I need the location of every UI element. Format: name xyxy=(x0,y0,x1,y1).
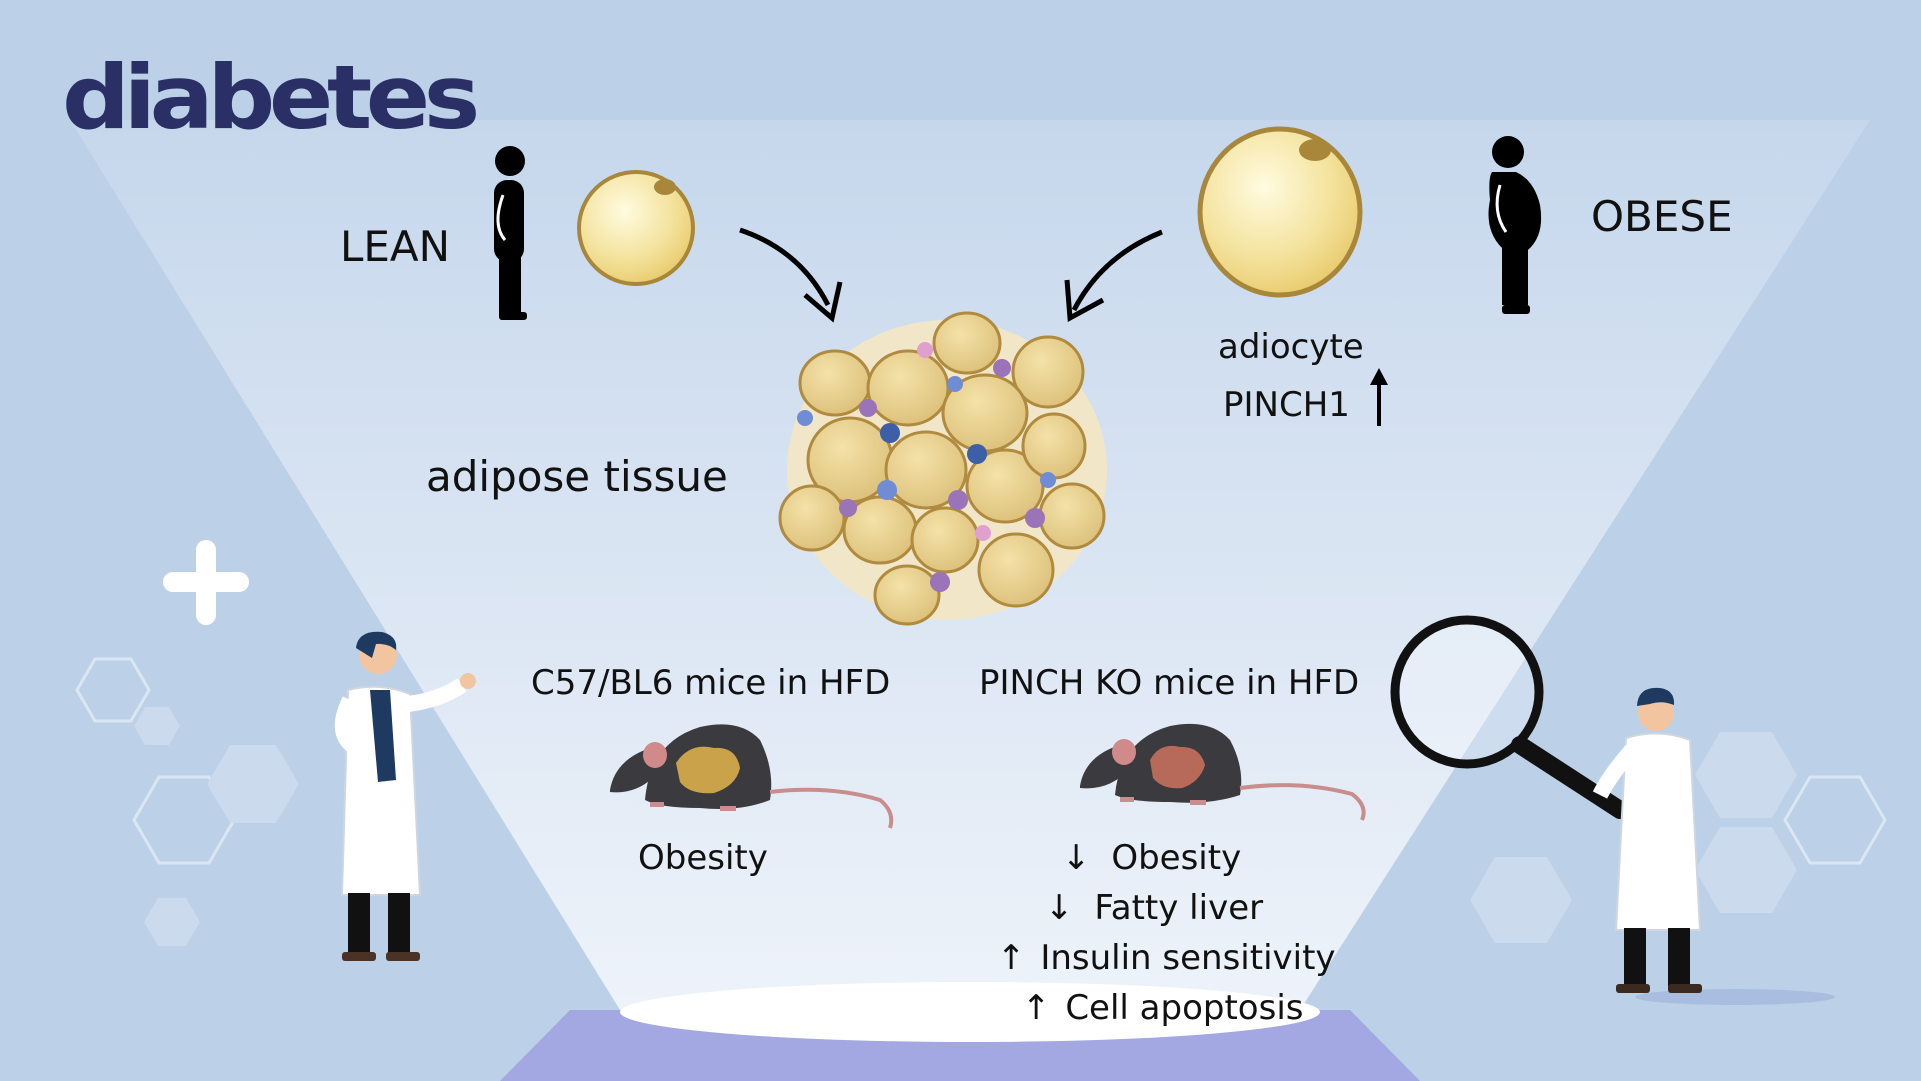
pinch1-up-arrow-icon xyxy=(1370,368,1388,426)
control-outcome-obesity: Obesity xyxy=(638,838,768,878)
control-mouse xyxy=(610,724,894,829)
knockout-mouse xyxy=(1080,723,1366,821)
lean-label: LEAN xyxy=(340,222,451,271)
ko-outcome-text: Fatty liver xyxy=(1094,888,1264,928)
pinch1-label: PINCH1 xyxy=(1223,385,1350,425)
control-group-title: C57/BL6 mice in HFD xyxy=(531,663,891,703)
small-adipocyte xyxy=(577,170,695,286)
ko-outcome-obesity: ↓ Obesity xyxy=(1062,838,1241,878)
ko-outcome-insulin-sensitivity: ↑ Insulin sensitivity xyxy=(997,938,1336,978)
spotlight-disc xyxy=(620,982,1320,1042)
ko-outcome-text: Cell apoptosis xyxy=(1065,988,1304,1028)
large-adipocyte xyxy=(1197,126,1363,298)
obese-label: OBESE xyxy=(1591,192,1733,241)
arrow-lean-to-tissue xyxy=(739,227,843,323)
arrow-obese-to-tissue xyxy=(1064,229,1163,323)
hexagon-decor-left xyxy=(75,657,236,865)
adipose-tissue-label: adipose tissue xyxy=(426,452,728,501)
plus-icon xyxy=(163,540,249,625)
ko-outcome-cell-apoptosis: ↑ Cell apoptosis xyxy=(1022,988,1303,1028)
magnifier-icon xyxy=(1390,615,1629,819)
ko-outcome-text: Obesity xyxy=(1111,838,1242,878)
knockout-group-title: PINCH KO mice in HFD xyxy=(979,663,1360,703)
ko-outcome-fatty-liver: ↓ Fatty liver xyxy=(1045,888,1263,928)
obese-person-icon xyxy=(1488,136,1542,314)
adipocyte-label: adiocyte xyxy=(1218,327,1364,367)
ko-outcome-text: Insulin sensitivity xyxy=(1040,938,1336,978)
scientist-left xyxy=(334,631,476,961)
scientist-right xyxy=(1592,687,1702,993)
adipose-tissue-cluster xyxy=(778,311,1107,626)
up-arrow-icon: ↑ xyxy=(997,938,1026,978)
journal-logo: diabetes xyxy=(62,46,480,149)
down-arrow-icon: ↓ xyxy=(1045,888,1074,928)
down-arrow-icon: ↓ xyxy=(1062,838,1091,878)
up-arrow-icon: ↑ xyxy=(1022,988,1051,1028)
